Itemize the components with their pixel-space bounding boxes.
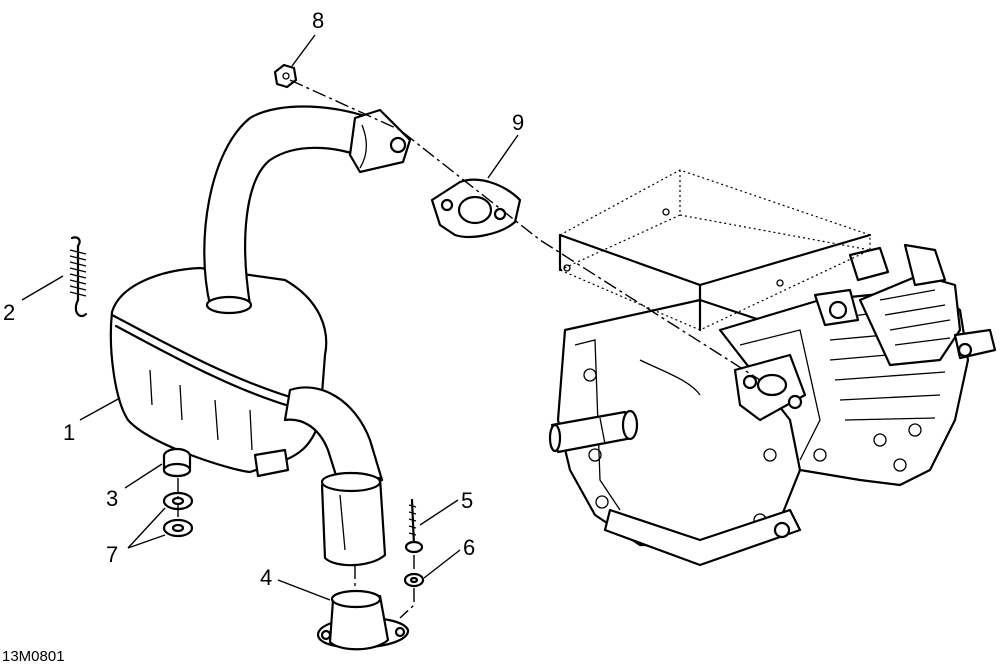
rubber-mount	[162, 447, 192, 478]
engine	[548, 243, 997, 567]
muffler	[109, 105, 412, 567]
outlet-cap	[316, 565, 410, 651]
callout-7: 7	[106, 542, 118, 567]
figure-id: 13M0801	[2, 648, 65, 665]
leader-lines	[21, 34, 519, 601]
heat-shield-outline	[558, 169, 872, 332]
nut	[273, 63, 298, 89]
callout-9: 9	[512, 110, 524, 135]
callout-5: 5	[461, 488, 473, 513]
gasket	[430, 178, 522, 238]
callout-4: 4	[260, 565, 272, 590]
callout-1: 1	[63, 420, 75, 445]
callout-3: 3	[106, 486, 118, 511]
spring	[69, 236, 88, 318]
callout-8: 8	[312, 8, 324, 33]
callout-6: 6	[463, 535, 475, 560]
washers	[162, 478, 194, 538]
callout-2: 2	[3, 300, 15, 325]
screw-and-washer	[399, 498, 425, 619]
